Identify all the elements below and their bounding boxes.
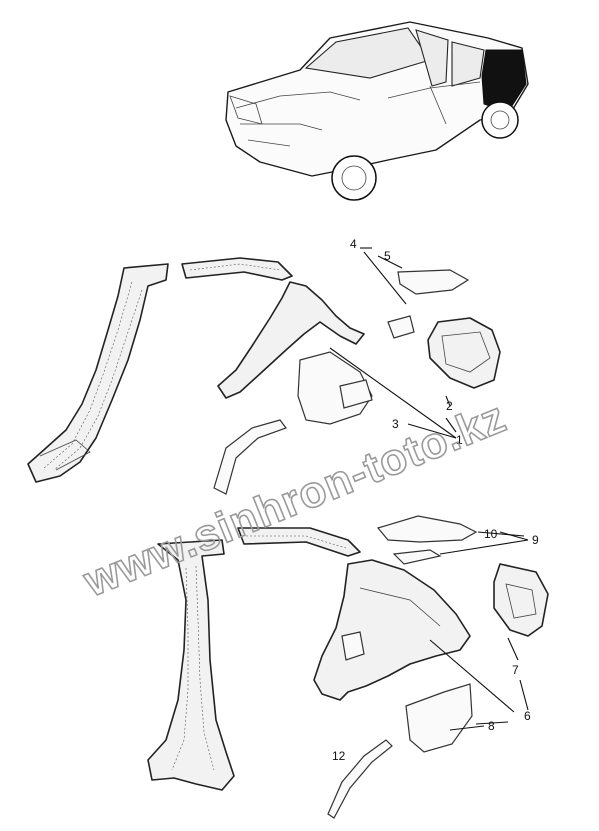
roof-rail-upper	[181, 257, 293, 281]
callout-2: 2	[446, 399, 453, 413]
callout-5: 5	[384, 249, 391, 263]
callout-3: 3	[392, 417, 399, 431]
callout-6: 6	[524, 709, 531, 723]
arch-strip-12	[327, 739, 393, 819]
bracket-10	[376, 515, 478, 543]
b-pillar-lower	[147, 539, 235, 791]
callout-9: 9	[532, 533, 539, 547]
front-wheel	[331, 155, 377, 201]
roof-rail-lower	[237, 527, 361, 557]
inner-quarter-upper	[427, 317, 501, 389]
watermark: www.sinhron-toto.kz	[76, 392, 513, 606]
car-overview	[225, 21, 529, 201]
quarter-panel-upper	[217, 281, 365, 399]
callout-8: 8	[488, 719, 495, 733]
callout-1: 1	[456, 433, 463, 447]
quarter-panel-lower	[313, 559, 471, 701]
callout-12: 12	[332, 749, 346, 763]
wheel-arch-upper	[213, 419, 287, 495]
bracket-9	[392, 549, 442, 565]
bracket-4	[387, 315, 415, 339]
callout-10: 10	[484, 527, 498, 541]
lower-panel-8	[405, 683, 473, 753]
callout-4: 4	[350, 237, 357, 251]
b-pillar-upper	[27, 263, 169, 483]
lower-assembly	[147, 515, 549, 819]
upper-assembly	[27, 247, 501, 495]
rear-wheel	[481, 101, 519, 139]
bracket-5	[397, 269, 470, 295]
callout-7: 7	[512, 663, 519, 677]
inner-panel-7	[493, 563, 549, 637]
